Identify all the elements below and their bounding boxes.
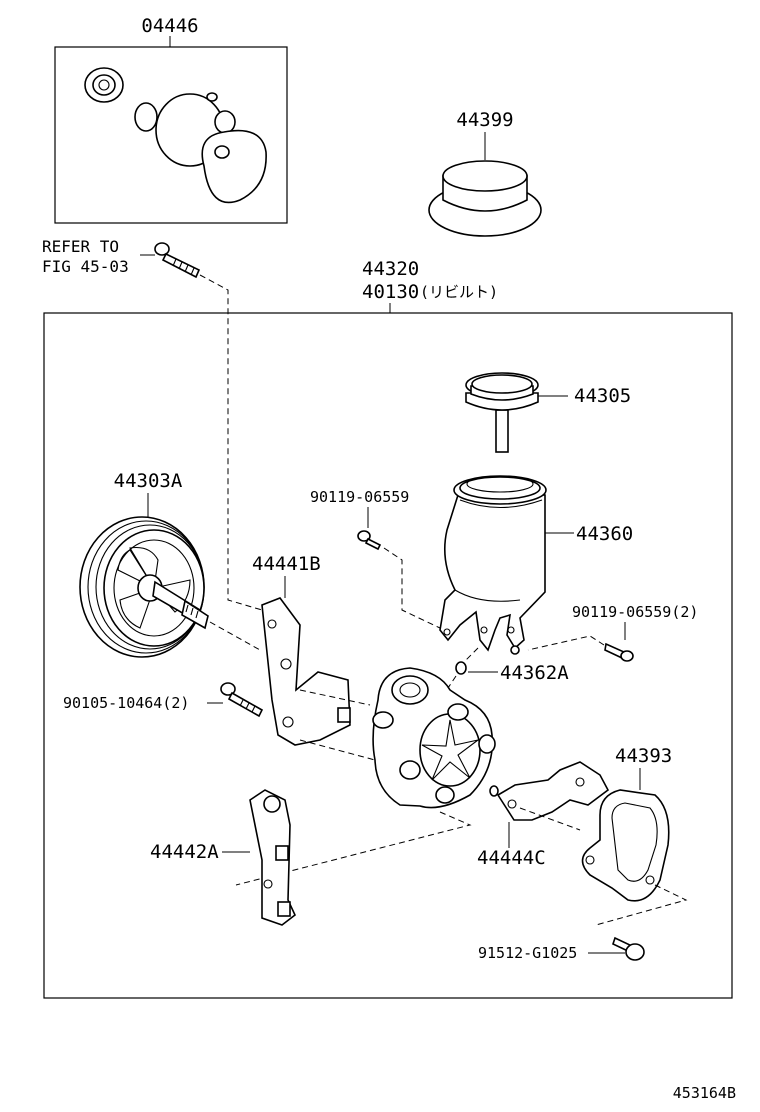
o-rings-part [134,92,267,204]
assembly-heading: 44320 40130 (リビルト) [362,258,498,313]
reservoir-group: 44360 [439,475,633,655]
label-bracket-a[interactable]: 44442A [150,841,219,863]
bolt-top-group: 90119-06559 [310,488,441,629]
label-reservoir-cap[interactable]: 44305 [574,385,631,407]
bracket-b-group: 44441B [252,553,376,761]
label-oring[interactable]: 44362A [500,662,569,684]
seal-kit-box [54,46,288,224]
pulley-group: 44303A [79,470,261,658]
oring-group: 44362A [447,647,569,689]
pump-body [235,667,496,886]
label-bracket-b[interactable]: 44441B [252,553,321,575]
label-bracket-c[interactable]: 44444C [477,847,546,869]
label-reservoir[interactable]: 44360 [576,523,633,545]
bolt-left-group: 90105-10464(2) [63,682,264,718]
figure-code: 453164B [673,1084,736,1102]
bracket-a-group: 44442A [150,789,296,926]
label-bolt-bottom[interactable]: 91512-G1025 [478,944,577,962]
label-kit[interactable]: 04446 [141,15,198,37]
refer-note: REFER TO FIG 45-03 [42,237,263,611]
bracket-c-group: 44444C [477,761,610,869]
label-pulley[interactable]: 44303A [114,470,183,492]
bolt-bottom-group: 91512-G1025 [478,936,645,962]
label-gasket[interactable]: 44393 [615,745,672,767]
cap-cover-group: 44399 [428,109,542,237]
refer-line1: REFER TO [42,237,119,256]
label-rebuilt-note: (リビルト) [420,283,498,301]
label-cap-cover[interactable]: 44399 [456,109,513,131]
seal-kit-group: 04446 [54,15,288,224]
assembly-box [43,312,733,999]
label-rebuilt-no[interactable]: 40130 [362,281,419,303]
label-bolt-left[interactable]: 90105-10464(2) [63,694,189,712]
label-assy-no[interactable]: 44320 [362,258,419,280]
label-bolt-top[interactable]: 90119-06559 [310,488,409,506]
refer-line2[interactable]: FIG 45-03 [42,257,129,276]
gasket-group: 44393 [581,745,688,926]
reservoir-cap-group: 44305 [465,372,631,453]
bearing-part [84,67,124,103]
bolt-right-group: 90119-06559(2) [527,603,698,662]
refer-bolt [154,242,201,279]
label-bolt-right[interactable]: 90119-06559(2) [572,603,698,621]
